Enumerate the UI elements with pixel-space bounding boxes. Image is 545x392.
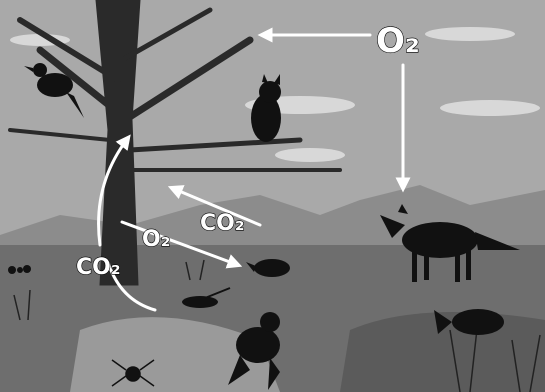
o2-label-middle: O₂ xyxy=(142,227,170,252)
co2-label-left: CO₂ xyxy=(76,255,120,280)
co2-label-upper: CO₂ xyxy=(200,211,244,236)
o2-label-top: O₂ xyxy=(376,21,420,61)
